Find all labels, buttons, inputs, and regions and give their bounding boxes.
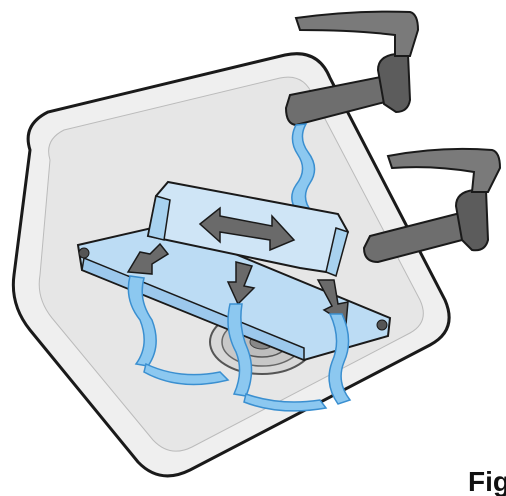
figure-label: Fig xyxy=(468,468,506,496)
